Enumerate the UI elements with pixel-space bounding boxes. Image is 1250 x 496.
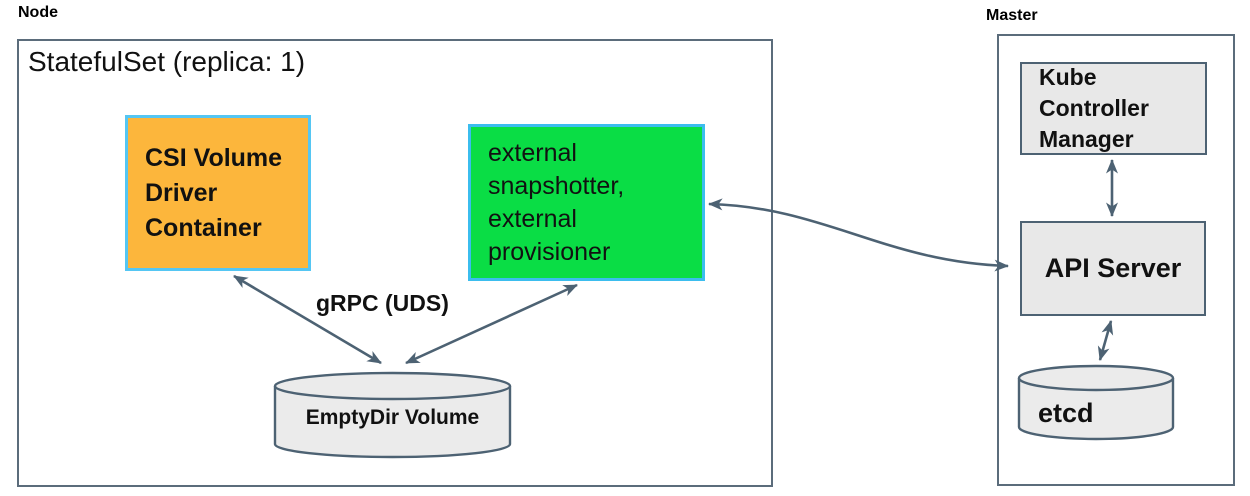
statefulset-title: StatefulSet (replica: 1) <box>28 46 306 77</box>
emptydir-volume-label: EmptyDir Volume <box>305 406 480 429</box>
csi-volume-driver-container-box: CSI Volume Driver Container <box>125 115 311 271</box>
api-server-box: API Server <box>1020 221 1206 316</box>
api-server-label: API Server <box>1044 253 1182 283</box>
csi-volume-driver-container-label: CSI Volume Driver Container <box>145 143 283 242</box>
kube-controller-manager-label: Kube Controller Manager <box>1039 64 1149 152</box>
master-section-label: Master <box>986 7 1038 24</box>
kube-controller-manager-box: Kube Controller Manager <box>1020 62 1207 155</box>
node-section-label: Node <box>18 4 58 21</box>
etcd-label: etcd <box>1038 398 1094 428</box>
external-snapshotter-provisioner-box: external snapshotter, external provision… <box>468 124 705 281</box>
grpc-uds-label: gRPC (UDS) <box>316 290 449 316</box>
external-snapshotter-provisioner-label: external snapshotter, external provision… <box>488 139 625 266</box>
